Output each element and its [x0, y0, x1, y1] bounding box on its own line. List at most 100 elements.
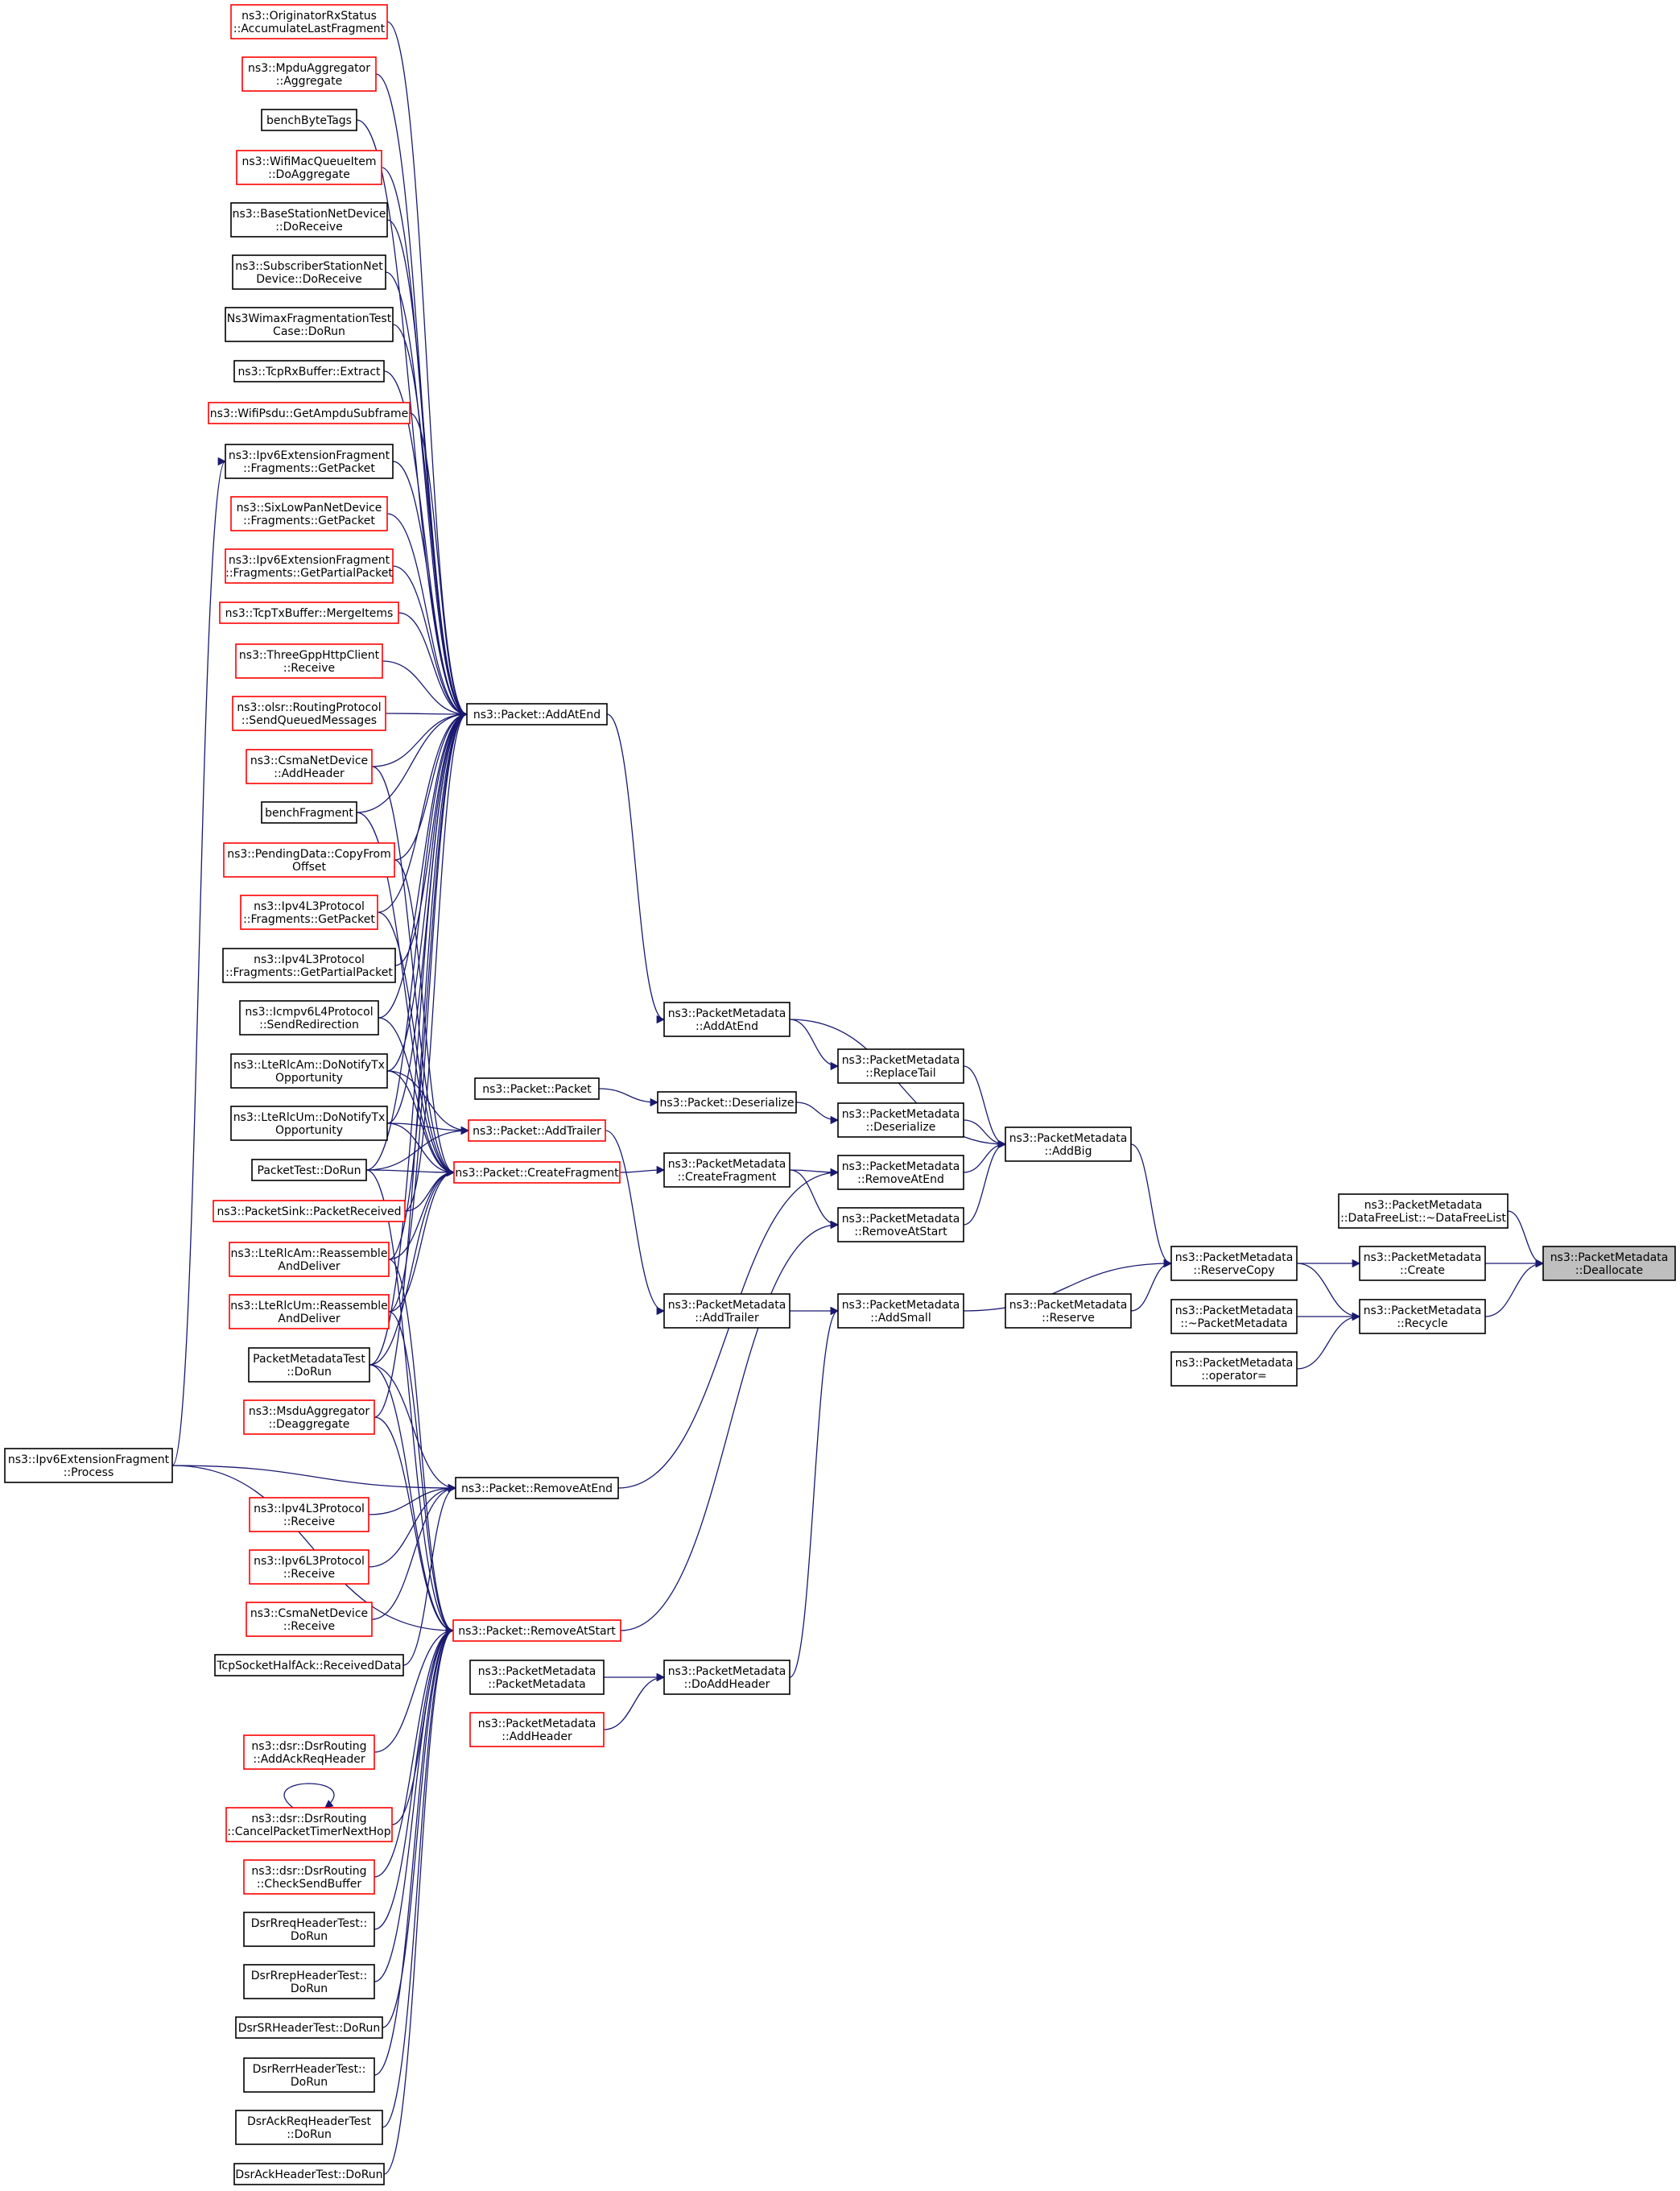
- node-label-line: ns3::PacketMetadata: [1175, 1304, 1294, 1317]
- function-node[interactable]: benchByteTags: [261, 109, 357, 131]
- function-node[interactable]: ns3::Ipv6ExtensionFragment::Fragments::G…: [225, 444, 394, 479]
- function-node[interactable]: ns3::WifiPsdu::GetAmpduSubframe: [208, 402, 411, 424]
- call-edge: [382, 1626, 455, 2128]
- target-function-node[interactable]: ns3::PacketMetadata::Deallocate: [1542, 1246, 1676, 1281]
- node-label-line: ns3::WifiMacQueueItem: [242, 155, 377, 168]
- function-node[interactable]: ns3::olsr::RoutingProtocol::SendQueuedMe…: [232, 696, 386, 731]
- call-edge-group: [789, 1019, 840, 1071]
- call-edge: [963, 1259, 1173, 1312]
- call-edge-group: [386, 709, 469, 1072]
- node-label-line: ::RemoveAtStart: [854, 1226, 947, 1238]
- node-label-line: ns3::PacketMetadata: [1009, 1132, 1128, 1145]
- node-box: [232, 254, 386, 290]
- function-node[interactable]: ns3::PacketMetadata::RemoveAtStart: [837, 1207, 964, 1242]
- function-node[interactable]: ns3::PacketMetadata::DoAddHeader: [663, 1660, 790, 1695]
- function-node[interactable]: DsrRerrHeaderTest::DoRun: [243, 2057, 375, 2093]
- node-label-line: ns3::PacketMetadata: [842, 1108, 960, 1121]
- function-node[interactable]: ns3::PacketMetadata::AddBig: [1005, 1127, 1132, 1162]
- node-box: [219, 601, 399, 624]
- function-node[interactable]: ns3::dsr::DsrRouting::CancelPacketTimerN…: [225, 1807, 393, 1842]
- node-label-line: ns3::Packet::Deserialize: [659, 1097, 794, 1110]
- function-node[interactable]: DsrRrepHeaderTest::DoRun: [243, 1964, 375, 1999]
- function-node[interactable]: ns3::Ipv4L3Protocol::Fragments::GetParti…: [222, 948, 396, 983]
- function-node[interactable]: ns3::Ipv6ExtensionFragment::Process: [4, 1448, 173, 1483]
- function-node[interactable]: DsrRreqHeaderTest::DoRun: [243, 1912, 375, 1947]
- call-edge-group: [356, 812, 456, 1177]
- function-node[interactable]: DsrAckHeaderTest::DoRun: [233, 2163, 385, 2185]
- function-node[interactable]: ns3::PacketMetadata::Create: [1359, 1246, 1486, 1281]
- node-label-line: DoRun: [291, 2076, 328, 2089]
- function-node[interactable]: ns3::Packet::RemoveAtEnd: [455, 1477, 619, 1499]
- call-edge-group: [374, 1626, 455, 1753]
- function-node[interactable]: ns3::ThreeGppHttpClient::Receive: [235, 643, 383, 679]
- function-node[interactable]: ns3::Packet::Deserialize: [657, 1091, 797, 1114]
- function-node[interactable]: ns3::PacketMetadata::ReserveCopy: [1170, 1246, 1298, 1281]
- function-node[interactable]: ns3::dsr::DsrRouting::CheckSendBuffer: [243, 1859, 375, 1895]
- node-label-line: PacketMetadataTest: [253, 1353, 365, 1366]
- function-node[interactable]: benchFragment: [261, 801, 357, 824]
- function-node[interactable]: ns3::PacketMetadata::Deserialize: [837, 1102, 964, 1138]
- function-node[interactable]: ns3::Ipv6ExtensionFragment::Fragments::G…: [225, 548, 394, 584]
- function-node[interactable]: ns3::dsr::DsrRouting::AddAckReqHeader: [243, 1734, 375, 1770]
- function-node[interactable]: ns3::Packet::AddTrailer: [468, 1119, 606, 1142]
- function-node[interactable]: PacketTest::DoRun: [251, 1159, 367, 1181]
- function-node[interactable]: ns3::PacketMetadata::AddTrailer: [663, 1293, 790, 1329]
- function-node[interactable]: ns3::Ipv4L3Protocol::Receive: [249, 1497, 369, 1532]
- function-node[interactable]: DsrAckReqHeaderTest::DoRun: [235, 2110, 383, 2145]
- function-node[interactable]: ns3::SixLowPanNetDevice::Fragments::GetP…: [230, 496, 388, 531]
- function-node[interactable]: ns3::CsmaNetDevice::Receive: [246, 1602, 373, 1637]
- call-edge-group: [371, 709, 469, 767]
- function-node[interactable]: ns3::PacketMetadata::RemoveAtEnd: [837, 1155, 964, 1190]
- function-node[interactable]: ns3::MsduAggregator::Deaggregate: [243, 1399, 375, 1435]
- function-node[interactable]: ns3::Packet::AddAtEnd: [466, 703, 608, 726]
- node-box: [239, 1000, 379, 1036]
- node-box: [469, 1712, 605, 1747]
- call-edge: [377, 912, 456, 1177]
- function-node[interactable]: ns3::OriginatorRxStatus::AccumulateLastF…: [230, 4, 388, 39]
- function-node[interactable]: ns3::SubscriberStationNetDevice::DoRecei…: [232, 254, 386, 290]
- call-edge: [371, 1483, 457, 1620]
- function-node[interactable]: ns3::PacketMetadata::DataFreeList::~Data…: [1338, 1193, 1509, 1229]
- function-node[interactable]: ns3::PacketMetadata::~PacketMetadata: [1170, 1299, 1298, 1334]
- node-box: [240, 895, 378, 930]
- function-node[interactable]: ns3::MpduAggregator::Aggregate: [241, 56, 377, 92]
- function-node[interactable]: ns3::Packet::RemoveAtStart: [452, 1619, 621, 1642]
- function-node[interactable]: ns3::Packet::Packet: [474, 1077, 600, 1100]
- function-node[interactable]: ns3::PacketMetadata::AddAtEnd: [663, 1002, 790, 1037]
- function-node[interactable]: ns3::Ipv6L3Protocol::Receive: [249, 1549, 369, 1585]
- function-node[interactable]: ns3::Ipv4L3Protocol::Fragments::GetPacke…: [240, 895, 378, 930]
- function-node[interactable]: TcpSocketHalfAck::ReceivedData: [214, 1654, 404, 1676]
- function-node[interactable]: DsrSRHeaderTest::DoRun: [235, 2016, 383, 2039]
- node-label-line: ::AddAtEnd: [696, 1020, 758, 1033]
- function-node[interactable]: ns3::PacketMetadata::ReplaceTail: [837, 1048, 964, 1084]
- function-node[interactable]: ns3::Icmpv6L4Protocol::SendRedirection: [239, 1000, 379, 1036]
- function-node[interactable]: ns3::PacketMetadata::Reserve: [1005, 1293, 1132, 1329]
- function-node[interactable]: ns3::PacketMetadata::AddSmall: [837, 1293, 964, 1329]
- function-node[interactable]: ns3::PacketMetadata::CreateFragment: [663, 1152, 790, 1188]
- node-box: [230, 1053, 388, 1089]
- function-node[interactable]: PacketMetadataTest::DoRun: [248, 1347, 370, 1383]
- node-label-line: ::Deallocate: [1575, 1264, 1643, 1277]
- function-node[interactable]: ns3::BaseStationNetDevice::DoReceive: [230, 202, 388, 238]
- function-node[interactable]: ns3::WifiMacQueueItem::DoAggregate: [236, 150, 382, 185]
- function-node[interactable]: ns3::TcpRxBuffer::Extract: [233, 360, 385, 382]
- function-node[interactable]: ns3::Packet::CreateFragment: [453, 1161, 621, 1184]
- function-node[interactable]: ns3::CsmaNetDevice::AddHeader: [246, 749, 373, 784]
- node-label-line: ::SendQueuedMessages: [241, 714, 377, 727]
- function-node[interactable]: ns3::PacketSink::PacketReceived: [213, 1200, 406, 1222]
- function-node[interactable]: ns3::PacketMetadata::Recycle: [1359, 1299, 1486, 1334]
- function-node[interactable]: ns3::PacketMetadata::AddHeader: [469, 1712, 605, 1747]
- function-node[interactable]: ns3::PacketMetadata::PacketMetadata: [469, 1660, 605, 1695]
- function-node[interactable]: ns3::TcpTxBuffer::MergeItems: [219, 601, 399, 624]
- node-label-line: ns3::PacketMetadata: [842, 1160, 960, 1173]
- function-node[interactable]: ns3::PacketMetadata::operator=: [1170, 1351, 1298, 1387]
- node-label-line: ns3::PacketMetadata: [842, 1213, 960, 1226]
- call-edge-group: [795, 1102, 840, 1125]
- node-box: [230, 496, 388, 531]
